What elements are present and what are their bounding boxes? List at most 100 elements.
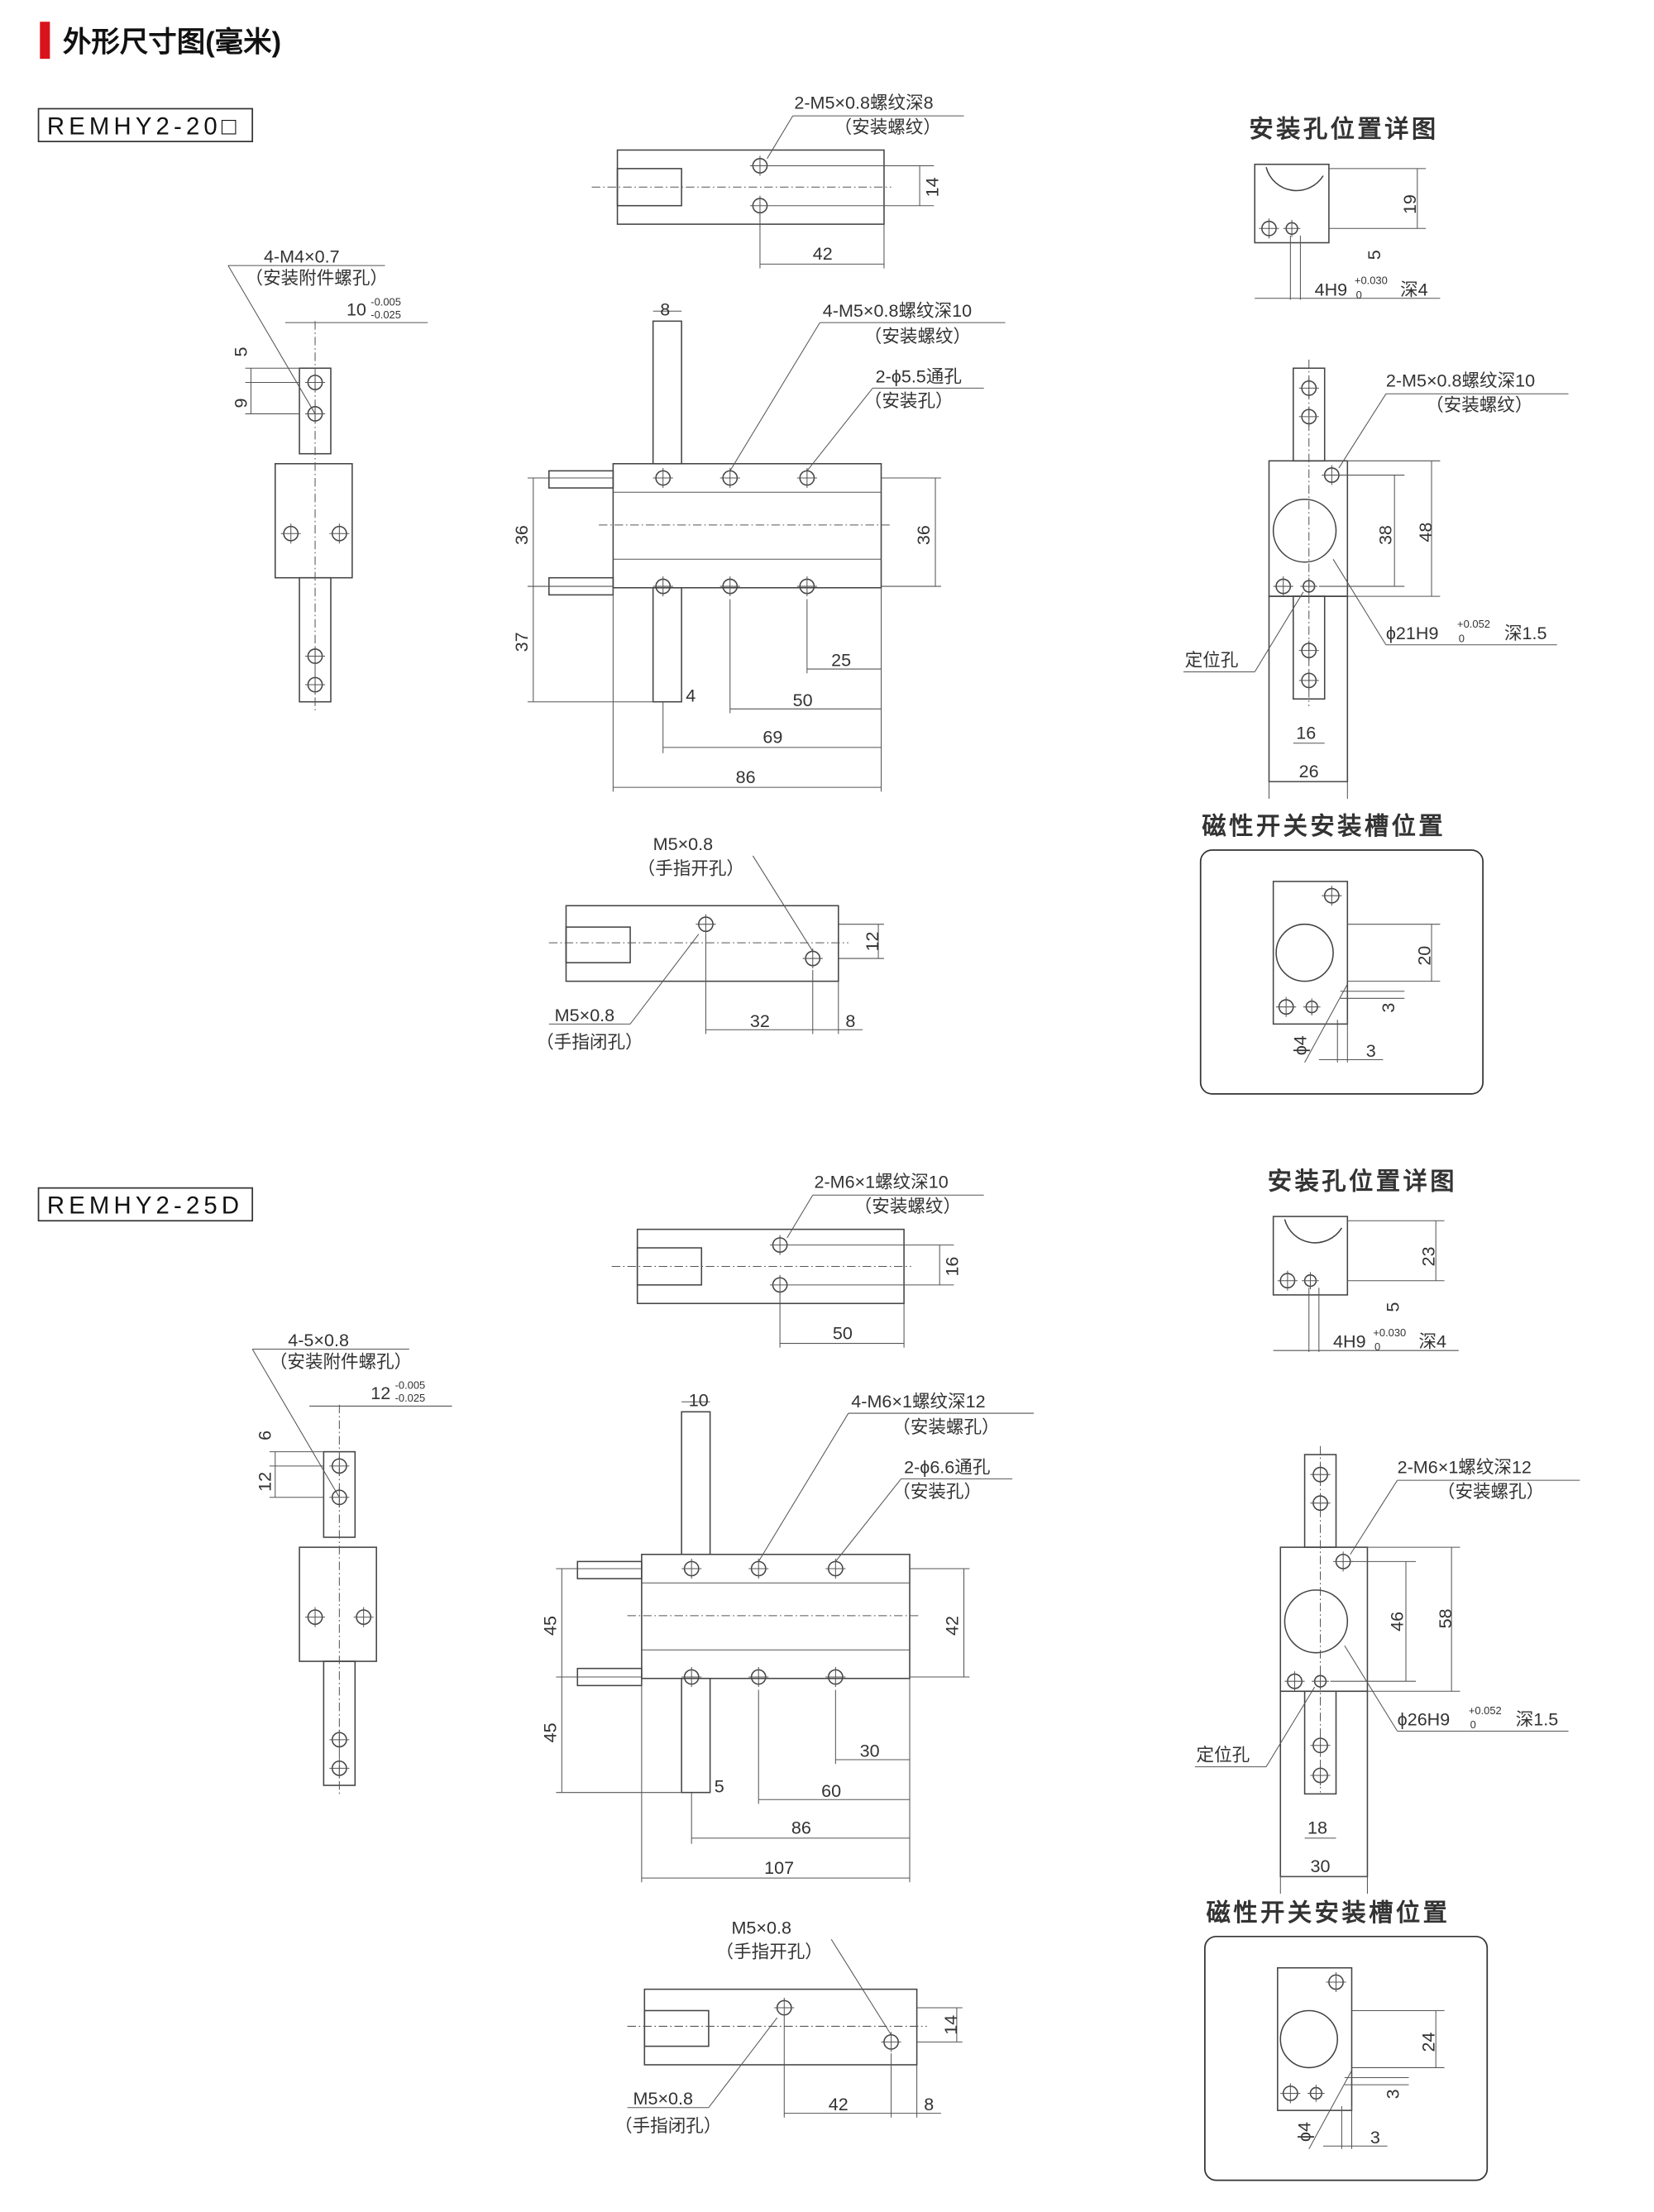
mount-finger xyxy=(1303,1690,1337,1795)
dimension-label: M5×0.8 xyxy=(555,1005,614,1025)
dimension-label: 12 xyxy=(255,1472,275,1492)
dimension-label: （手指开孔） xyxy=(716,1942,823,1962)
detail-body xyxy=(1254,163,1330,244)
dimension-label: M5×0.8 xyxy=(633,2088,693,2109)
finger-upper xyxy=(681,1411,711,1555)
dimension-label: 36 xyxy=(511,525,532,545)
leader-line xyxy=(227,265,316,414)
dimension-label: 10 xyxy=(689,1389,709,1410)
dimension-label: 30 xyxy=(860,1741,880,1761)
dimension-label: 4H9 xyxy=(1333,1331,1366,1352)
dimension-label: 19 xyxy=(1399,194,1420,214)
dimension-label: 14 xyxy=(940,2015,961,2035)
dimension-label: （安装螺纹） xyxy=(1426,394,1532,415)
dimension-label: -0.005 xyxy=(370,295,401,308)
leader-line xyxy=(1308,2070,1352,2149)
dimension-label: 6 xyxy=(255,1431,275,1440)
leader-line xyxy=(708,2017,778,2109)
model-box xyxy=(37,107,254,142)
dimension-label: 45 xyxy=(539,1722,560,1742)
bottom-view-body xyxy=(565,905,839,982)
leader-line xyxy=(629,934,700,1025)
dimension-label: 3 xyxy=(1382,2089,1403,2099)
dimension-label: 60 xyxy=(821,1780,841,1801)
dimension-label: ϕ26H9 xyxy=(1398,1709,1451,1730)
dimension-label: 42 xyxy=(829,2094,849,2114)
model-label: REMHY2-20□ xyxy=(47,113,241,141)
dimension-label: 16 xyxy=(942,1257,963,1277)
dimension-label: -0.005 xyxy=(395,1379,426,1392)
dimension-label: （安装孔） xyxy=(864,390,954,411)
magnet-view-body xyxy=(1277,1966,1353,2111)
dimension-label: 10 xyxy=(347,299,366,319)
piston-rod xyxy=(548,470,614,489)
header-accent-bar xyxy=(40,21,50,60)
dimension-label: 4 xyxy=(686,686,696,706)
bottom-view-end xyxy=(565,926,631,963)
dimension-label: ϕ4 xyxy=(1289,1035,1310,1055)
leader-line xyxy=(767,115,794,160)
dimension-label: -0.025 xyxy=(395,1392,426,1404)
leader-line xyxy=(1265,1686,1316,1767)
dimension-label: 深4 xyxy=(1419,1331,1447,1352)
dimension-label: 2-M5×0.8螺纹深10 xyxy=(1386,370,1535,391)
bore-arc xyxy=(1265,166,1324,192)
model-label: REMHY2-25D xyxy=(47,1192,243,1220)
mount-body xyxy=(1279,1546,1369,1693)
dimension-label: 48 xyxy=(1415,523,1436,542)
dimension-label: 2-M6×1螺纹深10 xyxy=(814,1172,948,1192)
dimension-label: 0 xyxy=(1374,1340,1380,1353)
dimension-label: 12 xyxy=(862,931,882,951)
dimension-label: 50 xyxy=(793,690,813,710)
magnet-slot-title: 磁性开关安装槽位置 xyxy=(1207,1899,1451,1927)
dimension-label: 2-M5×0.8螺纹深8 xyxy=(794,92,933,112)
dimension-label: 5 xyxy=(1364,250,1384,260)
detail-title: 安装孔位置详图 xyxy=(1249,115,1438,143)
dimension-label: 50 xyxy=(833,1322,853,1343)
dimension-label: 定位孔 xyxy=(1197,1745,1250,1765)
dimension-label: 8 xyxy=(660,299,670,319)
dimension-label: 20 xyxy=(1413,946,1434,966)
dimension-label: 5 xyxy=(1382,1302,1403,1312)
front-view-body xyxy=(612,463,882,589)
dimension-label: （手指闭孔） xyxy=(614,2115,721,2136)
dimension-label: 45 xyxy=(539,1616,560,1636)
bottom-view-end xyxy=(643,2009,710,2047)
finger-upper xyxy=(652,320,682,465)
piston-rod xyxy=(576,1560,643,1579)
page-title: 外形尺寸图(毫米) xyxy=(63,26,281,59)
dimension-label: 8 xyxy=(845,1010,855,1031)
detail-body xyxy=(1272,1216,1349,1296)
leader-line xyxy=(806,388,873,471)
dimension-label: 5 xyxy=(230,346,251,356)
dimension-label: 0 xyxy=(1356,289,1362,301)
dimension-label: （安装螺纹） xyxy=(864,326,971,346)
front-view-body xyxy=(641,1553,911,1679)
dimension-label: 0 xyxy=(1459,632,1465,644)
dimension-label: 3 xyxy=(1366,1040,1376,1061)
dimension-label: 定位孔 xyxy=(1185,650,1239,671)
dimension-label: 86 xyxy=(791,1818,811,1838)
dimension-label: 深1.5 xyxy=(1516,1709,1559,1730)
dimension-label: 46 xyxy=(1387,1612,1408,1632)
dimension-label: （安装螺孔） xyxy=(892,1417,999,1437)
dimension-label: （安装螺纹） xyxy=(834,117,941,137)
dimension-label: 38 xyxy=(1375,525,1396,545)
leader-line xyxy=(729,322,820,471)
dimension-label: 25 xyxy=(831,650,851,671)
dimension-label: 4-M5×0.8螺纹深10 xyxy=(823,300,972,321)
magnet-view-body xyxy=(1272,881,1349,1025)
dimension-label: 5 xyxy=(715,1776,724,1797)
mount-lower xyxy=(1268,595,1349,783)
model-box xyxy=(37,1187,254,1222)
leader-line xyxy=(251,1349,340,1498)
bore-circle xyxy=(1284,1589,1349,1654)
leader-line xyxy=(1338,394,1387,469)
leader-line xyxy=(752,855,814,952)
dimension-label: M5×0.8 xyxy=(731,1917,791,1937)
dimension-label: 3 xyxy=(1370,2127,1380,2148)
bore-circle xyxy=(1279,2009,1339,2069)
dimension-label: ϕ4 xyxy=(1293,2122,1314,2142)
dimension-label: 14 xyxy=(921,177,942,197)
